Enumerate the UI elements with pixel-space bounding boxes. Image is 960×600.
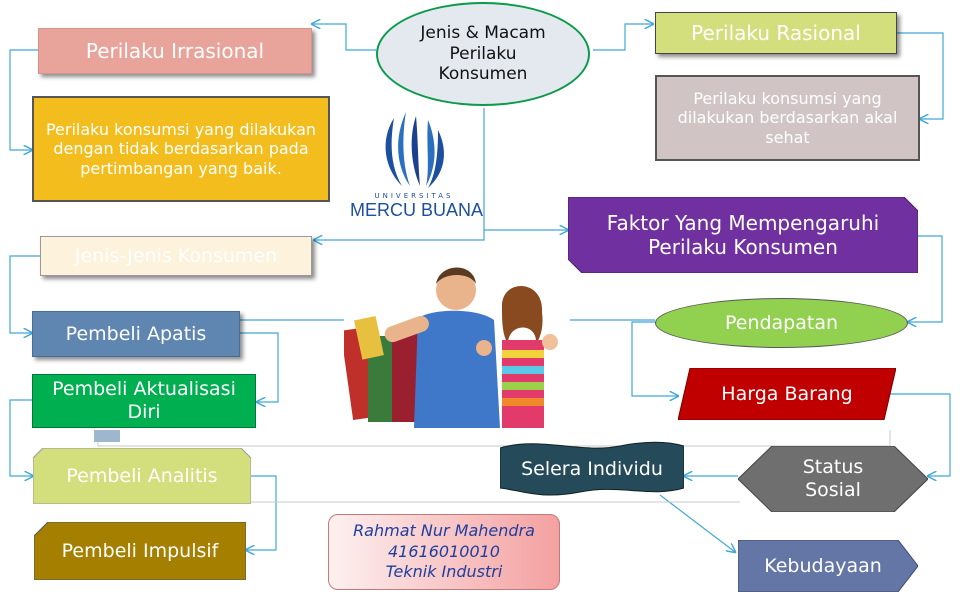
line-rasional-to-desc bbox=[897, 32, 944, 119]
pembeli-analitis-box: Pembeli Analitis bbox=[33, 448, 251, 504]
pembeli-analitis-label: Pembeli Analitis bbox=[66, 464, 218, 487]
harga-shape bbox=[678, 368, 896, 420]
perilaku-irrasional-box: Perilaku Irrasional bbox=[38, 28, 312, 74]
perilaku-irrasional-description: Perilaku konsumsi yang dilakukan dengan … bbox=[32, 96, 330, 202]
line-aktualisasi-to-analitis bbox=[9, 399, 33, 476]
perilaku-irrasional-description-text: Perilaku konsumsi yang dilakukan dengan … bbox=[45, 120, 317, 178]
impulsif-shape bbox=[34, 522, 246, 580]
mercu-buana-logo: UNIVERSITAS MERCU BUANA bbox=[350, 110, 484, 226]
pembeli-apatis-label: Pembeli Apatis bbox=[65, 322, 207, 345]
line-center-to-irrasional bbox=[312, 24, 376, 51]
jenis-konsumen-box: Jenis-Jenis Konsumen bbox=[40, 236, 312, 276]
pembeli-aktualisasi-box: Pembeli Aktualisasi Diri bbox=[32, 374, 256, 428]
pembeli-impulsif-box: Pembeli Impulsif bbox=[34, 522, 246, 580]
faktor-label: Faktor Yang Mempengaruhi Perilaku Konsum… bbox=[606, 211, 880, 259]
analitis-shape bbox=[33, 448, 251, 504]
perilaku-rasional-label: Perilaku Rasional bbox=[691, 21, 861, 45]
author-name: Rahmat Nur Mahendra bbox=[353, 520, 535, 540]
line-faktor-to-pendapatan bbox=[908, 235, 943, 322]
center-topic-oval: Jenis & Macam Perilaku Konsumen bbox=[376, 2, 590, 106]
line-analitis-to-impulsif bbox=[246, 475, 277, 550]
pendapatan-label: Pendapatan bbox=[724, 311, 839, 334]
faktor-box: Faktor Yang Mempengaruhi Perilaku Konsum… bbox=[568, 197, 918, 273]
line-center-to-jenis bbox=[314, 108, 485, 240]
author-department: Teknik Industri bbox=[385, 562, 503, 582]
kebudayaan-box: Kebudayaan bbox=[738, 540, 918, 592]
shoppers-illustration-icon bbox=[344, 267, 558, 428]
pendapatan-oval: Pendapatan bbox=[655, 298, 908, 348]
selera-individu-label: Selera Individu bbox=[521, 457, 663, 480]
line-selera-to-kebudayaan bbox=[659, 494, 735, 552]
harga-barang-box: Harga Barang bbox=[678, 368, 896, 420]
perilaku-rasional-description-text: Perilaku konsumsi yang dilakukan berdasa… bbox=[677, 89, 898, 147]
pembeli-aktualisasi-label: Pembeli Aktualisasi Diri bbox=[52, 378, 236, 423]
logo-emblem-icon bbox=[385, 112, 444, 188]
status-sosial-label: Status Sosial bbox=[802, 456, 864, 501]
selera-individu-box: Selera Individu bbox=[500, 440, 684, 500]
line-pendapatan-to-harga bbox=[631, 321, 678, 396]
kebudayaan-label: Kebudayaan bbox=[764, 554, 882, 577]
pembeli-impulsif-label: Pembeli Impulsif bbox=[61, 539, 219, 562]
status-shape bbox=[738, 446, 928, 512]
line-irrasional-to-desc bbox=[9, 49, 38, 150]
line-harga-to-status bbox=[890, 393, 951, 476]
perilaku-rasional-box: Perilaku Rasional bbox=[655, 12, 897, 54]
perilaku-rasional-description: Perilaku konsumsi yang dilakukan berdasa… bbox=[655, 75, 920, 161]
status-sosial-box: Status Sosial bbox=[738, 446, 928, 512]
kebudayaan-shape bbox=[738, 540, 918, 592]
line-apatis-to-aktualisasi bbox=[240, 332, 279, 402]
selera-shape bbox=[500, 441, 684, 496]
perilaku-irrasional-label: Perilaku Irrasional bbox=[85, 39, 265, 63]
jenis-konsumen-label: Jenis-Jenis Konsumen bbox=[74, 244, 278, 267]
harga-barang-label: Harga Barang bbox=[721, 382, 853, 405]
line-center-to-rasional bbox=[593, 24, 653, 51]
center-topic-title: Jenis & Macam Perilaku Konsumen bbox=[420, 23, 546, 85]
pembeli-apatis-box: Pembeli Apatis bbox=[32, 311, 240, 357]
author-id: 41616010010 bbox=[388, 541, 500, 561]
logo-tagline: UNIVERSITAS bbox=[374, 192, 454, 200]
faktor-shape bbox=[568, 197, 918, 273]
author-box: Rahmat Nur Mahendra 41616010010 Teknik I… bbox=[328, 514, 560, 590]
line-jenis-to-apatis bbox=[9, 255, 40, 333]
logo-brand: MERCU BUANA bbox=[350, 200, 484, 220]
shoppers-photo bbox=[344, 258, 570, 428]
